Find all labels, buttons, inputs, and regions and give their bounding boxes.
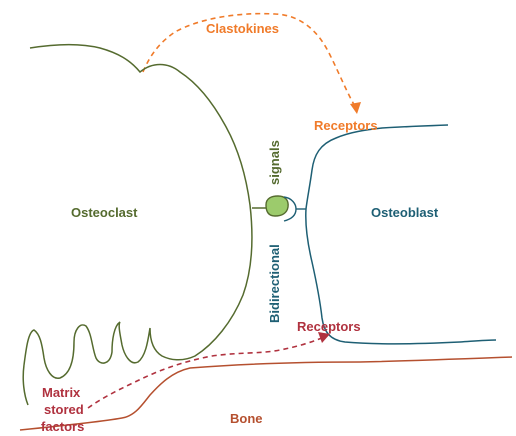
osteoclast-tail — [23, 365, 28, 405]
bidirectional-label: Bidirectional — [267, 244, 282, 323]
factors-label: factors — [41, 419, 84, 434]
receptors-bottom-label: Receptors — [297, 319, 361, 334]
stored-label: stored — [44, 402, 84, 417]
osteoclast-label: Osteoclast — [71, 205, 138, 220]
bone-label: Bone — [230, 411, 263, 426]
bone-surface-line — [20, 357, 512, 430]
matrix-label: Matrix — [42, 385, 81, 400]
clastokines-arrowhead — [350, 102, 361, 114]
osteoclast-outline — [24, 45, 252, 379]
signals-label: signals — [267, 140, 282, 185]
clastokines-label: Clastokines — [206, 21, 279, 36]
osteoblast-label: Osteoblast — [371, 205, 439, 220]
contact-knob — [266, 196, 288, 216]
receptors-top-label: Receptors — [314, 118, 378, 133]
osteoblast-outline — [306, 125, 496, 344]
